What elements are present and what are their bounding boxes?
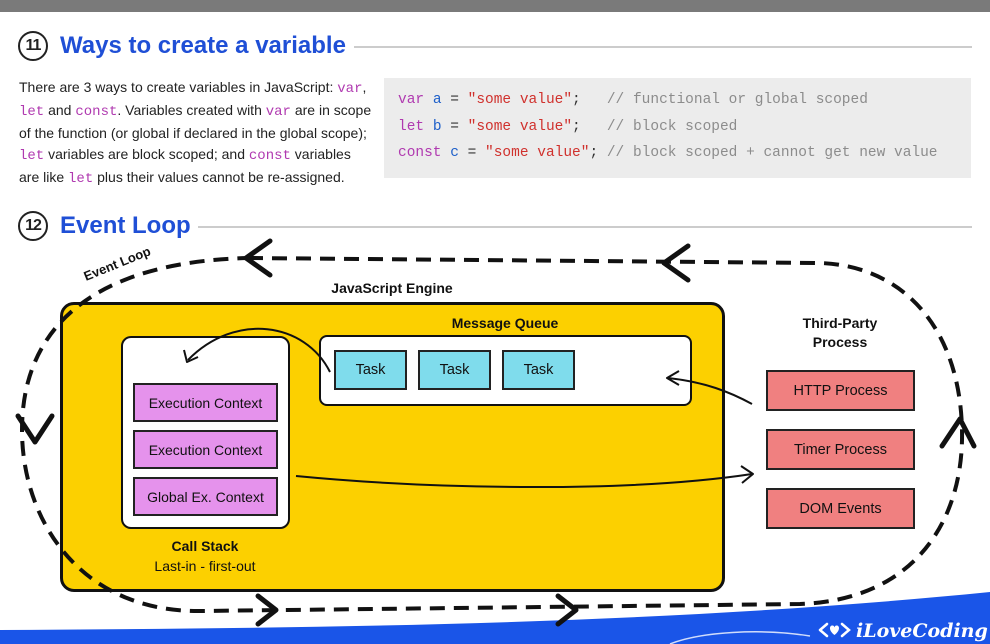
footer-decor-line: [669, 631, 811, 644]
code-line: const c = "some value"; // block scoped …: [398, 145, 938, 161]
execution-context: Execution Context: [133, 430, 278, 469]
code-keyword: const: [398, 145, 442, 161]
loop-arrowhead: [243, 238, 273, 278]
task-item: Task: [502, 350, 575, 390]
keyword-let: let: [68, 171, 94, 187]
footer-band: [0, 592, 990, 644]
keyword-let: let: [19, 148, 45, 164]
code-semicolon: ;: [589, 145, 607, 161]
code-keyword: var: [398, 92, 425, 108]
intro-text: variables are like: [19, 146, 351, 185]
code-semicolon: ;: [572, 119, 607, 135]
process-to-queue-arrow: [667, 377, 753, 405]
keyword-let: let: [19, 104, 45, 120]
arrowhead: [666, 370, 680, 386]
code-identifier: a: [432, 92, 442, 108]
code-operator: =: [441, 119, 468, 135]
section-number-badge: 12: [18, 211, 48, 241]
intro-text: . Variables created with: [117, 102, 266, 118]
code-operator: =: [458, 145, 486, 161]
section-12-header: 12 Event Loop: [18, 211, 191, 241]
execution-context: Execution Context: [133, 383, 278, 422]
task-to-stack-arrow: [187, 327, 331, 373]
top-bar: [0, 0, 990, 12]
code-string: "some value": [485, 145, 590, 161]
brand-name: iLoveCoding: [856, 620, 988, 642]
call-stack-label: Call Stack: [171, 538, 239, 554]
third-party-label: Process: [812, 334, 868, 350]
loop-arrowhead: [939, 416, 977, 449]
code-string: "some value": [467, 92, 573, 108]
keyword-const: const: [248, 148, 291, 164]
loop-arrowhead: [15, 413, 55, 445]
code-block: var a = "some value"; // functional or g…: [384, 78, 971, 178]
global-execution-context: Global Ex. Context: [133, 477, 278, 516]
code-comment: // block scoped: [606, 119, 738, 135]
code-identifier: c: [450, 145, 459, 161]
event-loop-label: Event Loop: [82, 243, 153, 283]
intro-text: variables are block scoped; and: [44, 146, 249, 162]
dom-events-box: DOM Events: [766, 488, 915, 529]
message-queue-label: Message Queue: [451, 315, 559, 331]
task-item: Task: [334, 350, 407, 390]
intro-text: ,: [362, 79, 367, 95]
intro-text: are in scope of the function (or global …: [19, 102, 372, 141]
section-divider: [354, 46, 972, 48]
brand-logo-icon: [818, 622, 851, 638]
code-comment: // functional or global scoped: [606, 92, 868, 108]
intro-text: plus their values cannot be re-assigned.: [93, 169, 345, 185]
code-line: var a = "some value"; // functional or g…: [398, 92, 868, 108]
loop-arrowhead: [255, 593, 279, 627]
arrowhead: [740, 465, 754, 484]
code-operator: =: [441, 92, 468, 108]
code-string: "some value": [467, 119, 573, 135]
third-party-label: Third-Party: [802, 315, 878, 331]
intro-text: There are 3 ways to create variables in …: [19, 79, 338, 95]
code-comment: // block scoped + cannot get new value: [606, 145, 938, 161]
code-line: let b = "some value"; // block scoped: [398, 119, 737, 135]
stack-to-process-arrow: [295, 473, 753, 489]
arrowhead: [183, 349, 199, 363]
task-item: Task: [418, 350, 491, 390]
section-divider: [198, 226, 972, 228]
keyword-var: var: [337, 81, 363, 97]
code-identifier: b: [432, 119, 442, 135]
engine-label: JavaScript Engine: [331, 280, 453, 296]
code-keyword: let: [398, 119, 425, 135]
section-11-header: 11 Ways to create a variable: [18, 31, 346, 61]
section-title: Ways to create a variable: [60, 32, 346, 59]
intro-paragraph: There are 3 ways to create variables in …: [19, 77, 374, 190]
loop-arrowhead: [555, 593, 579, 627]
http-process-box: HTTP Process: [766, 370, 915, 411]
section-number-badge: 11: [18, 31, 48, 61]
section-title: Event Loop: [60, 212, 191, 239]
timer-process-box: Timer Process: [766, 429, 915, 470]
call-stack-sublabel: Last-in - first-out: [154, 558, 256, 574]
keyword-var: var: [265, 104, 291, 120]
keyword-const: const: [75, 104, 118, 120]
intro-text: and: [44, 102, 76, 118]
code-semicolon: ;: [572, 92, 607, 108]
loop-arrowhead: [661, 243, 691, 283]
event-loop-path: [19, 255, 965, 614]
